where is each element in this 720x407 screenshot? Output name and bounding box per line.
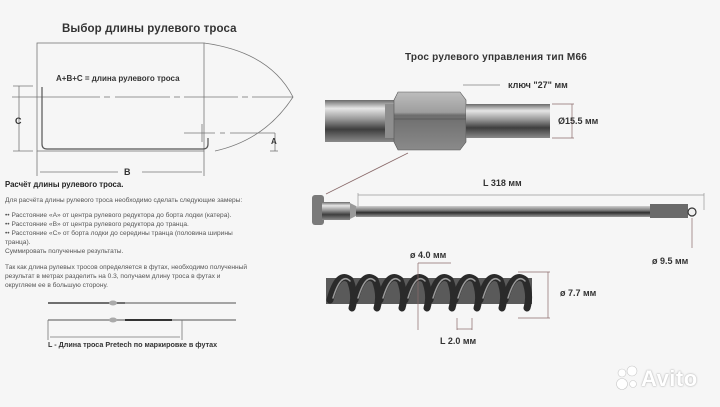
calculation-step-a: •• Расстояние «A» от центра рулевого ред… (5, 212, 232, 219)
eye-diameter-label: ø 9.5 мм (652, 256, 689, 266)
calculation-sum: Суммировать полученные результаты. (5, 248, 124, 255)
conversion-line-1: Так как длина рулевых тросов определяетс… (5, 264, 248, 271)
core-spring-graphic (326, 262, 550, 330)
cable-type-title: Трос рулевого управления тип M66 (405, 52, 587, 63)
calculation-step-c-cont: транца). (5, 239, 31, 246)
cable-marking-graphic (47, 300, 236, 340)
fitting-graphic (325, 84, 574, 195)
dimension-a-label: A (271, 137, 277, 146)
calculation-intro: Для расчёта длины рулевого троса необход… (5, 197, 243, 204)
wrench-size-label: ключ "27" мм (508, 80, 568, 90)
avito-watermark: Avito (641, 366, 698, 391)
conversion-line-2: результат в метрах разделить на 0.3, пол… (5, 273, 221, 280)
dimension-b-label: B (124, 167, 131, 177)
pitch-label: L 2.0 мм (440, 336, 477, 346)
core-diameter-label: ø 7.7 мм (560, 288, 597, 298)
length-formula: A+B+C = длина рулевого троса (56, 74, 180, 83)
calculation-heading: Расчёт длины рулевого троса. (5, 180, 124, 189)
conversion-line-3: округляем ее в большую сторону. (5, 282, 108, 289)
wire-diameter-label: ø 4.0 мм (410, 250, 447, 260)
boat-diagram-title: Выбор длины рулевого троса (62, 23, 237, 35)
calculation-step-c: •• Расстояние «C» от борта лодки до сере… (5, 230, 233, 237)
rod-graphic (312, 193, 705, 248)
calculation-step-b: •• Расстояние «B» от центра рулевого ред… (5, 221, 189, 228)
marking-caption: L - Длина троса Pretech по маркировке в … (48, 340, 218, 349)
outer-diameter-label: Ø15.5 мм (558, 116, 599, 126)
dimension-c-label: C (15, 116, 22, 126)
rod-length-label: L 318 мм (483, 178, 522, 188)
avito-logo-icon (616, 365, 638, 390)
boat-outline (12, 42, 294, 176)
